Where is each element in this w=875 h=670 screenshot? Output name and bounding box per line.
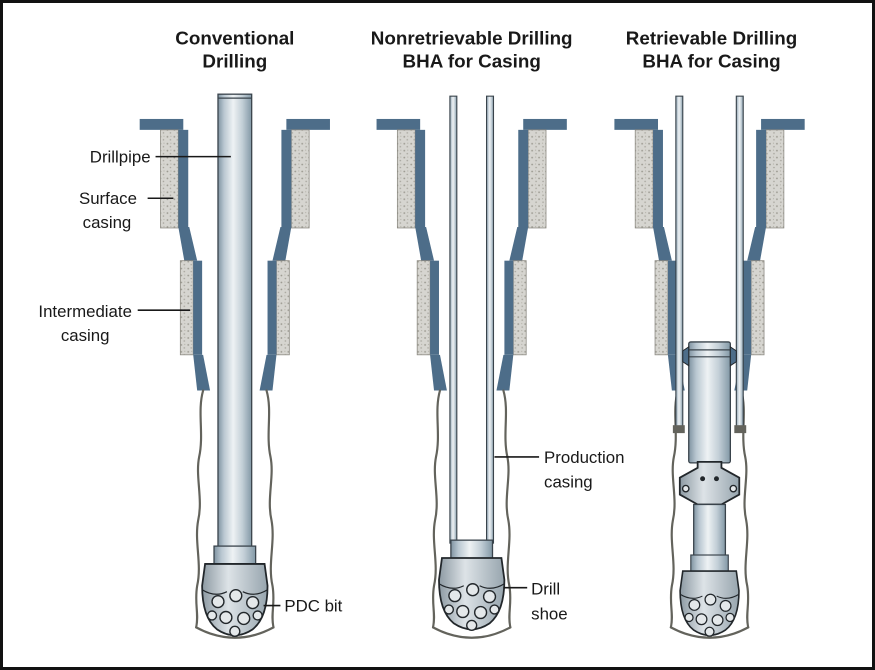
underreamer-pin (714, 476, 719, 482)
underreamer-pin (700, 476, 706, 482)
pdc-bit (201, 545, 269, 638)
underreamer-arms (678, 460, 741, 506)
title-nonretrievable-line2: BHA for Casing (403, 50, 541, 71)
well-conventional (140, 93, 330, 638)
drill-shoe-label-line1: Drill (531, 580, 560, 599)
drilling-diagram: Conventional Drilling Nonretrievable Dri… (38, 28, 872, 667)
production-casing-label-line2: casing (544, 473, 593, 492)
production-casing-right-wall (486, 95, 495, 544)
bha-latch-dog-right (729, 345, 737, 367)
bha-lower-pipe (693, 503, 727, 559)
column-titles: Conventional Drilling Nonretrievable Dri… (175, 28, 797, 72)
drillpipe (217, 93, 253, 561)
retrievable-bha-body (688, 341, 731, 464)
drill-shoe-label-line2: shoe (531, 604, 568, 623)
surface-casing-label-line2: casing (83, 213, 132, 232)
retrievable-bit (679, 554, 740, 637)
title-retrievable-line2: BHA for Casing (642, 50, 780, 71)
casing-shoe-foot-left (672, 425, 685, 434)
bha-latch-dog-left (682, 345, 690, 367)
drill-shoe-bit (438, 539, 506, 632)
production-casing-left-wall (449, 95, 458, 544)
drilled-casing-right-wall (735, 95, 744, 428)
title-nonretrievable-line1: Nonretrievable Drilling (371, 28, 573, 49)
title-conventional-line2: Drilling (202, 50, 267, 71)
drillpipe-label: Drillpipe (90, 148, 151, 167)
underreamer-cutter (729, 484, 738, 493)
well-nonretrievable (377, 95, 567, 638)
well-retrievable (614, 95, 804, 638)
casing-shoe-foot-right (734, 425, 747, 434)
title-conventional-line1: Conventional (175, 28, 294, 49)
production-casing-label-line1: Production (544, 448, 624, 467)
underreamer-cutter (681, 484, 690, 493)
surface-casing-label-line1: Surface (79, 189, 137, 208)
intermediate-casing-label-line1: Intermediate (38, 302, 132, 321)
title-retrievable-line1: Retrievable Drilling (626, 28, 797, 49)
intermediate-casing-label-line2: casing (61, 326, 110, 345)
pdc-bit-label: PDC bit (284, 597, 342, 616)
callout-labels: Drillpipe Surface casing Intermediate ca… (38, 148, 624, 624)
drilled-casing-left-wall (675, 95, 684, 428)
